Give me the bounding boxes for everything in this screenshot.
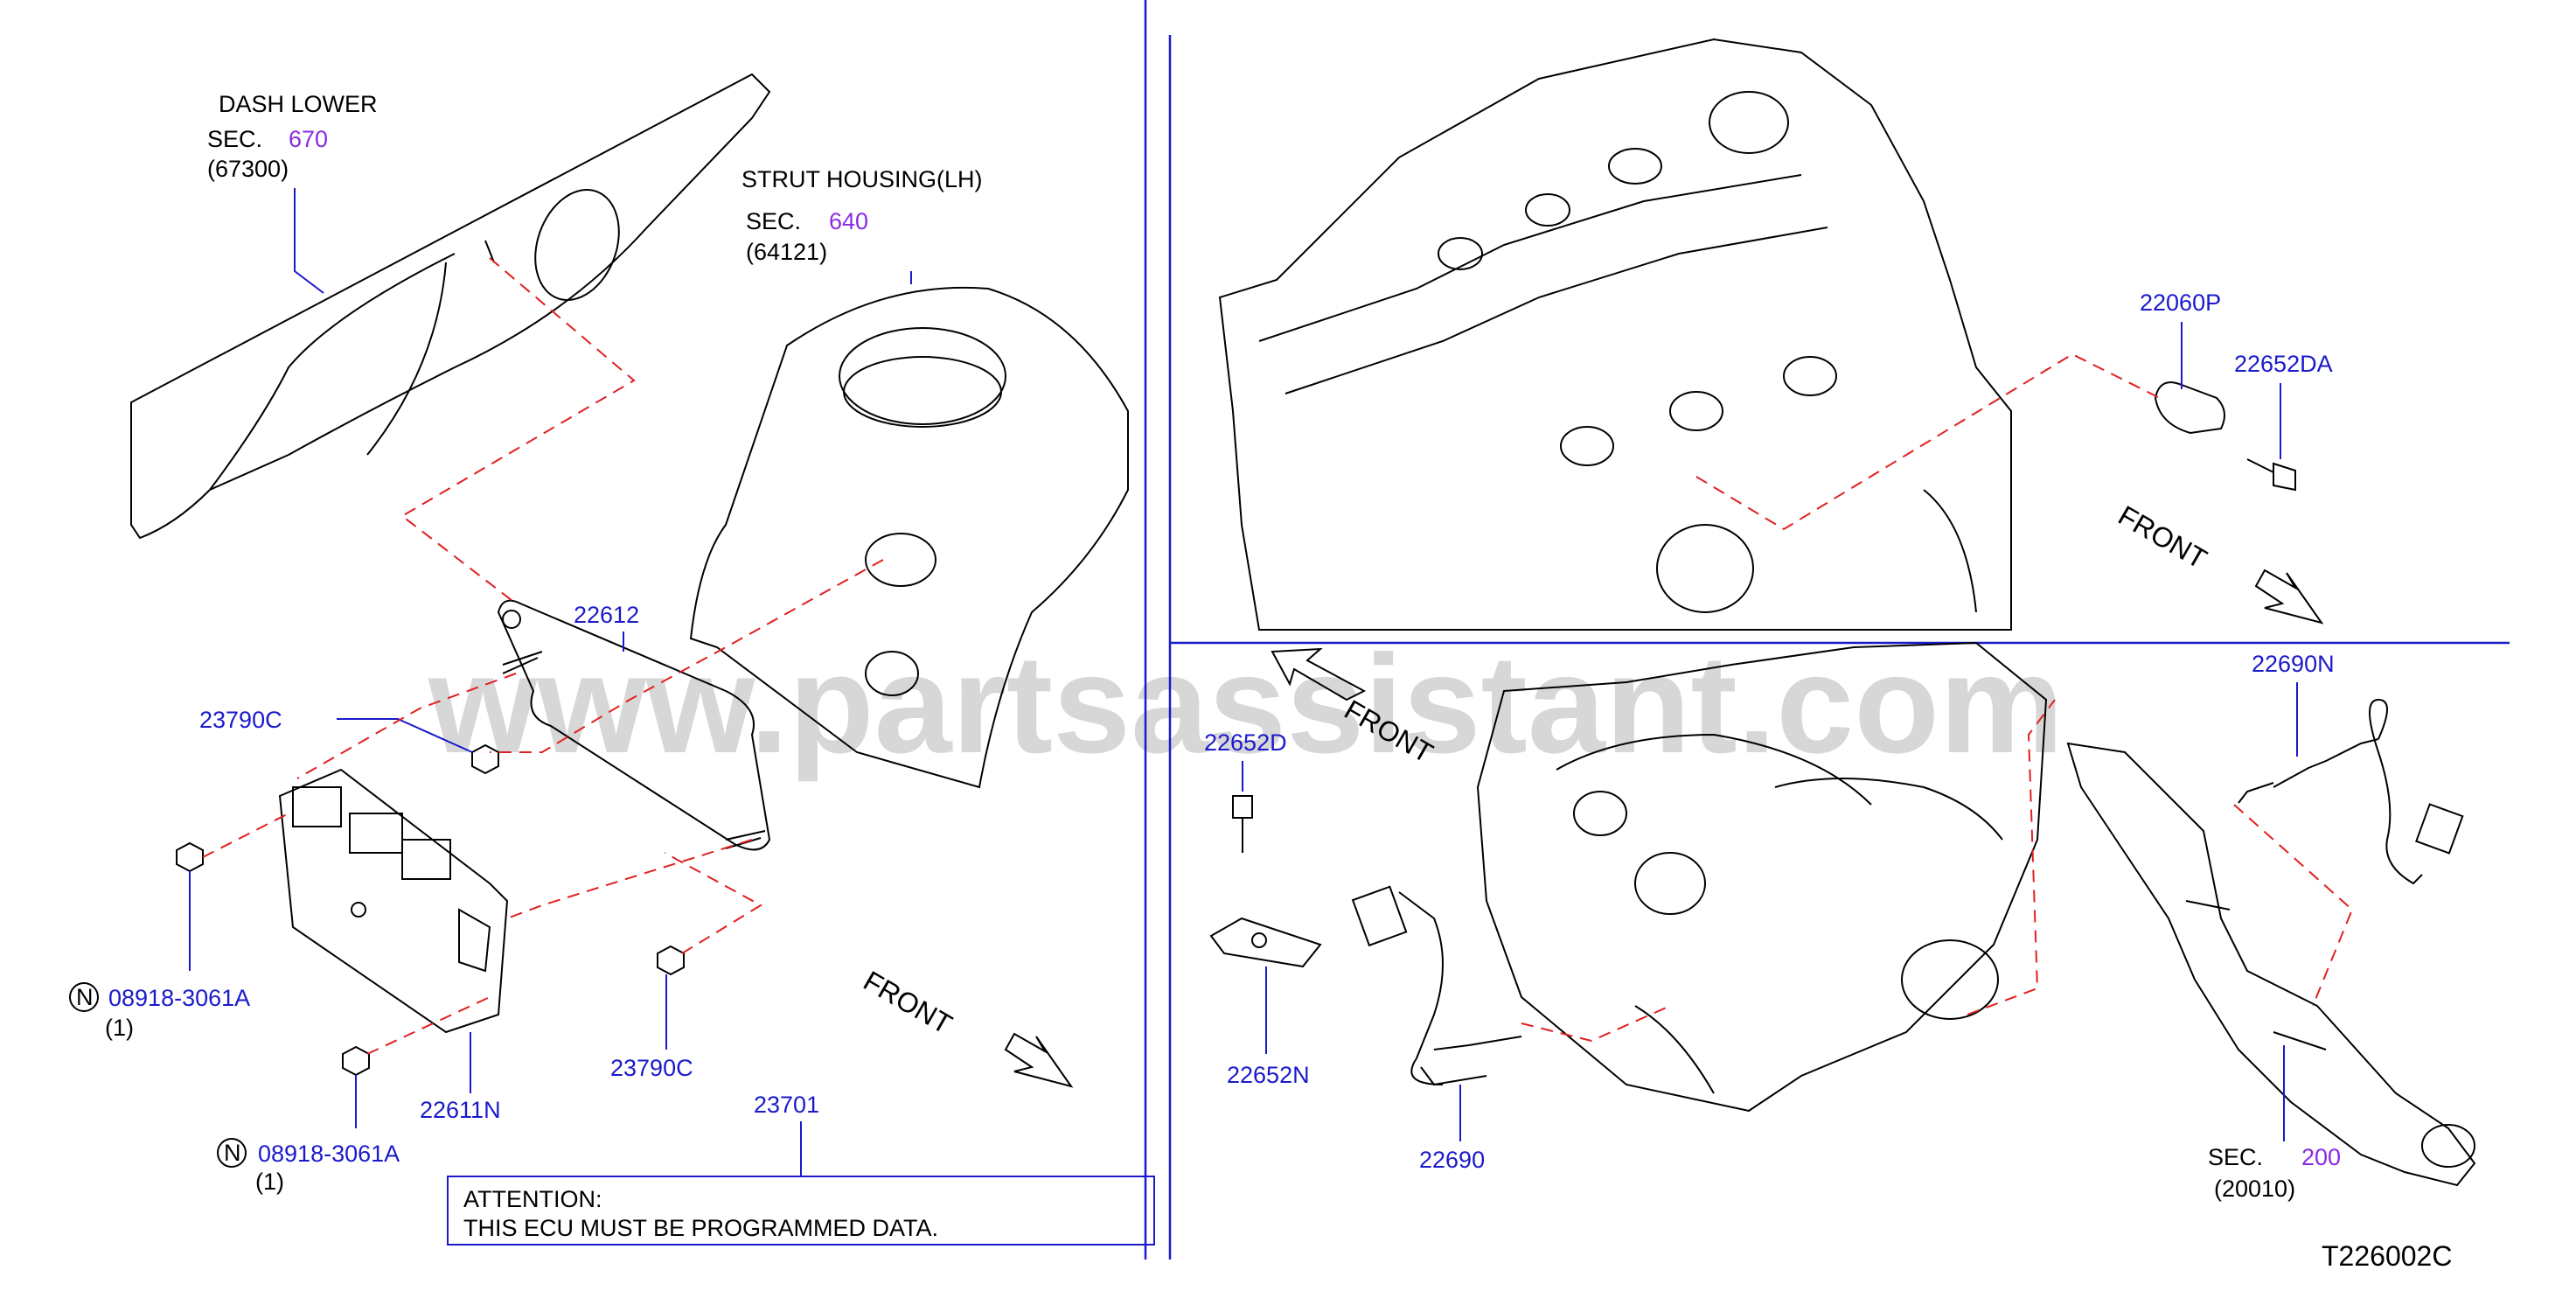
bolt-22652da	[2246, 458, 2296, 492]
sec-200-code: (20010)	[2214, 1176, 2295, 1202]
guide-strut-bracket	[490, 559, 884, 753]
guide-nut-right	[664, 852, 762, 954]
guide-dash-lower-bracket	[400, 257, 636, 604]
strut-housing-title: STRUT HOUSING(LH)	[741, 166, 983, 192]
guide-o2-upper	[2233, 804, 2354, 1007]
engine-top-view	[1218, 38, 2012, 631]
dash-lower-sec-prefix: SEC.	[207, 126, 262, 152]
bracket-22652n	[1209, 917, 1322, 968]
engine-front-view	[1476, 641, 2048, 1113]
part-08918-upper-qty: (1)	[105, 1015, 134, 1041]
front-arrow-right-lower-icon	[1271, 647, 1367, 701]
stud-upper	[502, 657, 539, 674]
oxygen-sensor-22690n	[2238, 698, 2464, 885]
attention-box	[447, 1176, 1155, 1246]
n-symbol-lower-icon	[217, 1138, 247, 1168]
sec-200-number[interactable]: 200	[2301, 1144, 2341, 1170]
part-23790c-upper-label[interactable]: 23790C	[199, 707, 282, 733]
diagram-code: T226002C	[2322, 1240, 2452, 1272]
part-22652n-label[interactable]: 22652N	[1227, 1062, 1310, 1088]
n-symbol-upper: N	[76, 984, 94, 1010]
nut-23790c-lower	[657, 945, 685, 976]
part-22612-label[interactable]: 22612	[574, 602, 639, 628]
n-symbol-lower: N	[224, 1140, 241, 1166]
attention-title: ATTENTION:	[463, 1186, 602, 1212]
bracket-22612	[497, 599, 771, 851]
part-22611n-label[interactable]: 22611N	[420, 1097, 501, 1123]
watermark-text: www.partsassistant.com	[428, 625, 2064, 782]
dash-lower-title: DASH LOWER	[219, 91, 378, 117]
front-label-left: FRONT	[859, 965, 957, 1040]
guide-ecu-nut-left	[202, 813, 289, 858]
front-label-right-upper: FRONT	[2113, 499, 2212, 575]
strut-sec-prefix: SEC.	[746, 208, 801, 234]
guide-knock-sensor	[1695, 352, 2161, 531]
guide-bracket-ecu	[296, 673, 517, 779]
part-23790c-lower-label[interactable]: 23790C	[610, 1055, 693, 1081]
guide-exhaust	[1967, 699, 2056, 1015]
strut-sec-number[interactable]: 640	[829, 208, 868, 234]
nut-08918-lower	[342, 1045, 370, 1077]
nut-08918-upper	[176, 841, 204, 873]
part-23790c-upper-leader	[337, 718, 473, 753]
strut-housing	[689, 286, 1129, 789]
strut-code: (64121)	[746, 239, 827, 265]
knock-sensor-22060p	[2154, 381, 2225, 435]
part-08918-upper-label[interactable]: 08918-3061A	[108, 985, 250, 1011]
oxygen-sensor-22690	[1351, 885, 1522, 1086]
part-22690n-label[interactable]: 22690N	[2252, 651, 2335, 677]
ecu-22611n	[278, 768, 509, 1034]
bolt-22652d	[1232, 795, 1253, 853]
part-22690-label[interactable]: 22690	[1419, 1147, 1485, 1173]
part-08918-lower-label[interactable]: 08918-3061A	[258, 1141, 400, 1167]
nut-23790c-upper	[471, 743, 499, 775]
part-22652d-label[interactable]: 22652D	[1204, 729, 1287, 756]
n-symbol-upper-icon	[69, 982, 99, 1012]
sec-200-prefix: SEC.	[2208, 1144, 2263, 1170]
attention-message: THIS ECU MUST BE PROGRAMMED DATA.	[463, 1215, 938, 1241]
dash-lower-leader	[294, 188, 324, 294]
front-arrow-right-upper-icon	[2254, 569, 2324, 625]
guide-bracket-ecu-lower	[506, 839, 753, 919]
part-23701-label[interactable]: 23701	[754, 1092, 819, 1118]
catalytic-converter	[2066, 742, 2476, 1187]
front-arrow-left-icon	[1004, 1032, 1074, 1088]
dash-lower-panel	[130, 73, 771, 540]
dash-lower-sec-number[interactable]: 670	[289, 126, 328, 152]
guide-ecu-nut-lower	[366, 996, 491, 1055]
part-22652da-label[interactable]: 22652DA	[2234, 351, 2333, 377]
part-22060p-label[interactable]: 22060P	[2140, 290, 2221, 316]
dash-lower-code: (67300)	[207, 156, 289, 182]
part-08918-lower-qty: (1)	[255, 1169, 284, 1195]
guide-o2-lower	[1521, 1005, 1671, 1043]
